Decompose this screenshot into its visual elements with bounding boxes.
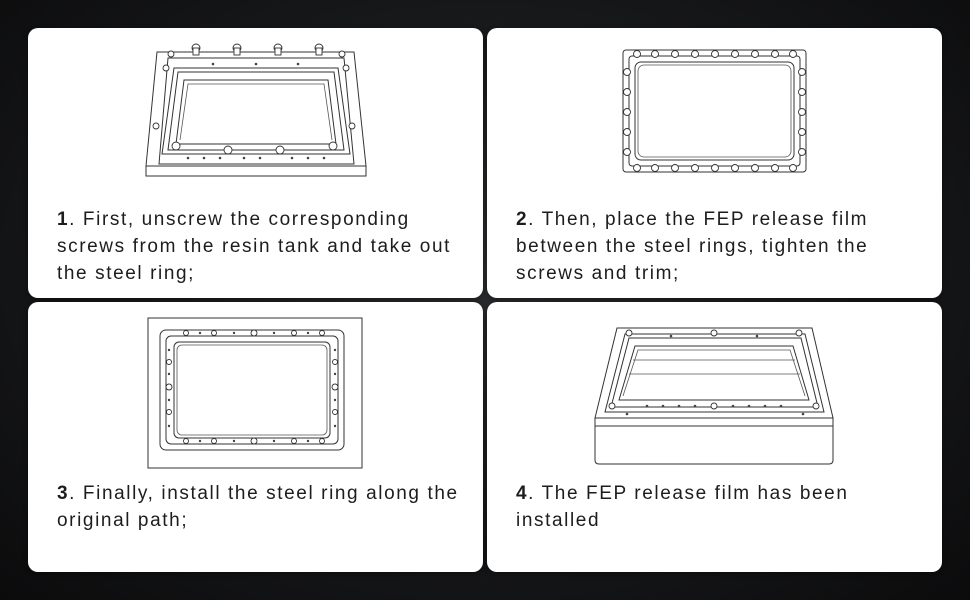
- step-1-description: . First, unscrew the corresponding screw…: [57, 209, 451, 284]
- steel-ring-film-illustration: [622, 49, 807, 173]
- step-2-description: . Then, place the FEP release film betwe…: [516, 209, 869, 284]
- step-4-text: 4. The FEP release film has been install…: [516, 480, 926, 534]
- step-4-description: . The FEP release film has been installe…: [516, 483, 849, 531]
- tank-with-film-illustration: [594, 327, 834, 465]
- step-4-number: 4: [516, 483, 529, 504]
- ring-installed-illustration: [147, 317, 363, 469]
- step-1-card: 1. First, unscrew the corresponding scre…: [28, 28, 483, 298]
- step-3-card: 3. Finally, install the steel ring along…: [28, 302, 483, 572]
- step-2-number: 2: [516, 209, 529, 230]
- step-3-description: . Finally, install the steel ring along …: [57, 483, 459, 531]
- step-3-number: 3: [57, 483, 70, 504]
- step-4-card: 4. The FEP release film has been install…: [487, 302, 942, 572]
- step-1-text: 1. First, unscrew the corresponding scre…: [57, 206, 467, 287]
- step-2-card: 2. Then, place the FEP release film betw…: [487, 28, 942, 298]
- resin-tank-illustration: [145, 43, 367, 177]
- step-1-number: 1: [57, 209, 70, 230]
- step-3-text: 3. Finally, install the steel ring along…: [57, 480, 467, 534]
- step-2-text: 2. Then, place the FEP release film betw…: [516, 206, 926, 287]
